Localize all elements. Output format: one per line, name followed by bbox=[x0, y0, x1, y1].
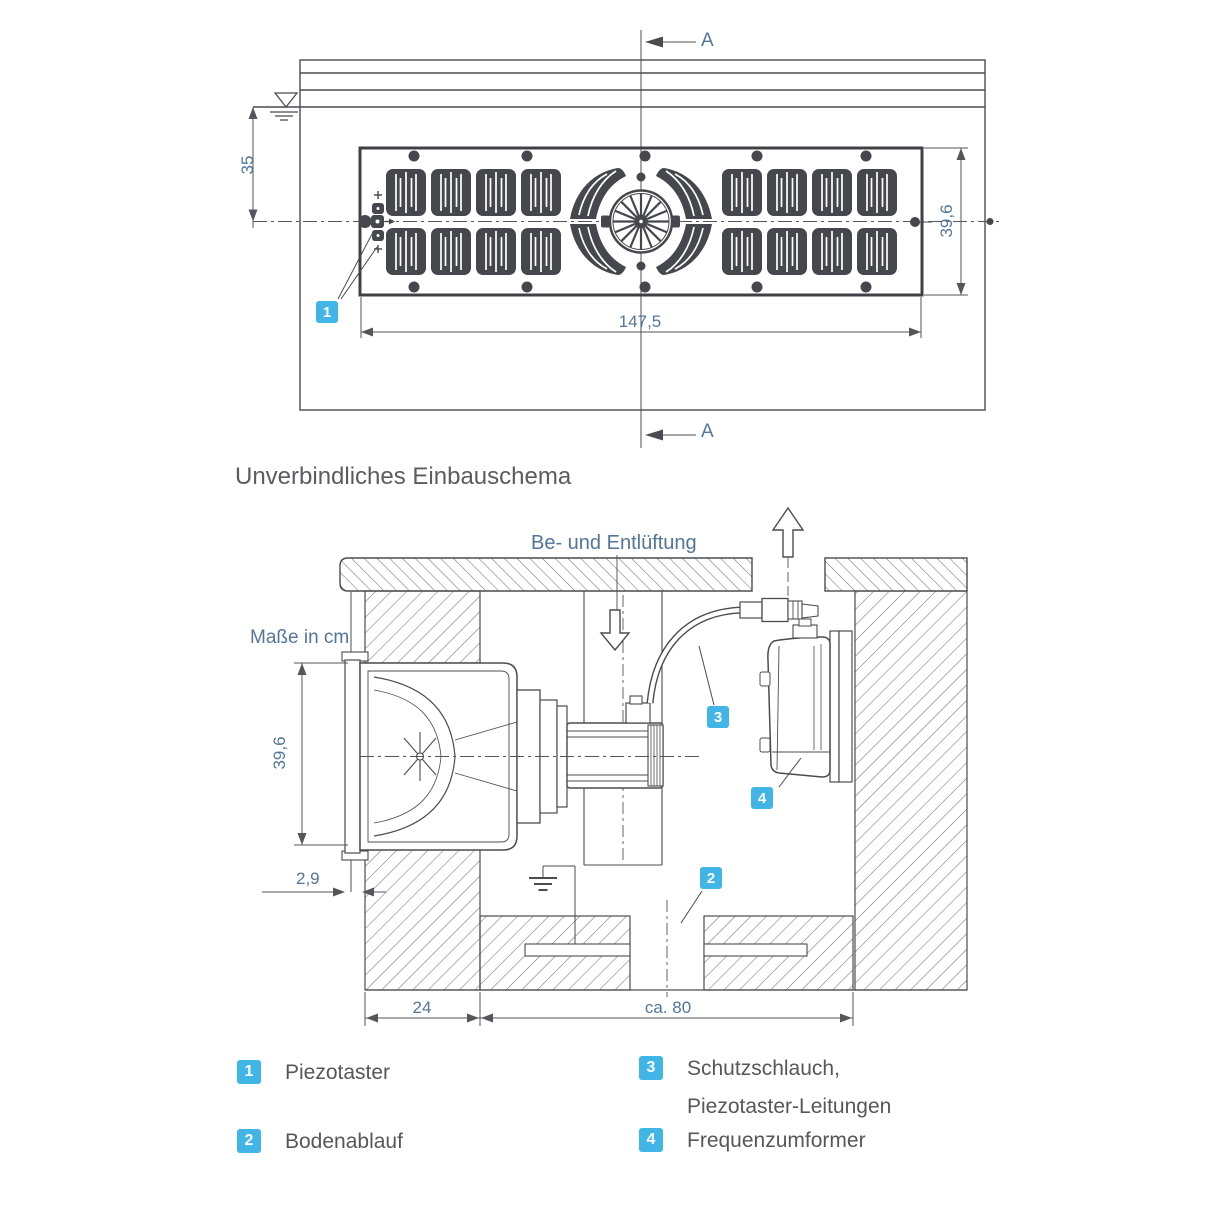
motor-junction-box bbox=[625, 702, 651, 724]
installation-schematic bbox=[262, 506, 968, 1026]
ceiling-slab bbox=[339, 557, 968, 592]
shaft-walls bbox=[350, 590, 968, 991]
callout-1-leader bbox=[337, 233, 378, 300]
floor-drain bbox=[524, 900, 808, 997]
dim-width-label: 147,5 bbox=[618, 312, 662, 331]
left-wall-lower bbox=[364, 848, 481, 991]
right-wall bbox=[854, 590, 968, 991]
section-arrow-bottom bbox=[645, 429, 663, 441]
dim-pump-height bbox=[294, 662, 348, 846]
vent-down-arrow bbox=[599, 609, 631, 652]
callout-bodenablauf: 2 bbox=[700, 867, 722, 889]
legend-num-4: 4 bbox=[639, 1128, 663, 1152]
dim-height-396 bbox=[924, 147, 968, 296]
dim-width-1475 bbox=[360, 297, 922, 338]
schematic-title: Unverbindliches Einbauschema bbox=[235, 463, 572, 490]
section-label-top: A bbox=[701, 30, 714, 51]
pump-unit bbox=[341, 651, 700, 861]
pump-faceplate bbox=[344, 659, 361, 854]
dim-height-label: 39,6 bbox=[937, 204, 956, 238]
top-view-drawing bbox=[248, 30, 1002, 448]
dim-plate-label: 2,9 bbox=[296, 869, 320, 888]
legend-label-bodenablauf: Bodenablauf bbox=[285, 1130, 403, 1153]
piezo-buttons bbox=[358, 191, 395, 253]
section-arrow-top bbox=[645, 36, 663, 48]
legend-num-3: 3 bbox=[639, 1056, 663, 1080]
legend-label-frequenzumformer: Frequenzumformer bbox=[687, 1129, 866, 1152]
pool-edge-outline bbox=[253, 59, 986, 411]
vent-up-arrow bbox=[771, 506, 805, 558]
legend-num-1: 1 bbox=[237, 1060, 261, 1084]
protective-hose bbox=[646, 597, 819, 704]
dim-bottom bbox=[364, 992, 854, 1026]
grille-centerline bbox=[253, 218, 1002, 225]
units-label: Maße in cm bbox=[250, 627, 350, 648]
callout-leaders bbox=[680, 645, 802, 924]
legend-label-piezotaster: Piezotaster bbox=[285, 1061, 391, 1084]
dim-depth-35 bbox=[248, 107, 258, 228]
left-wall-upper bbox=[364, 590, 481, 664]
dim-pit-label: ca. 80 bbox=[644, 998, 692, 1017]
legend-num-2: 2 bbox=[237, 1129, 261, 1153]
dim-depth-label: 35 bbox=[238, 155, 257, 175]
grounding-symbol bbox=[529, 865, 576, 944]
section-label-bottom: A bbox=[701, 421, 714, 442]
vent-label: Be- und Entlüftung bbox=[531, 532, 697, 554]
callout-schutzschlauch: 3 bbox=[707, 706, 729, 728]
dim-wall-label: 24 bbox=[412, 998, 432, 1017]
frequency-converter bbox=[759, 618, 853, 783]
callout-frequenzumformer: 4 bbox=[751, 787, 773, 809]
dim-plate bbox=[262, 887, 386, 897]
callout-piezotaster: 1 bbox=[316, 301, 338, 323]
dim-pump-height-label: 39,6 bbox=[270, 736, 289, 770]
grille-crescents bbox=[570, 168, 712, 275]
water-level-icon bbox=[270, 92, 299, 121]
legend-label-schutzschlauch: Schutzschlauch, Piezotaster-Leitungen bbox=[687, 1057, 892, 1118]
grille-screws bbox=[408, 150, 920, 293]
fan-impeller bbox=[601, 172, 680, 271]
